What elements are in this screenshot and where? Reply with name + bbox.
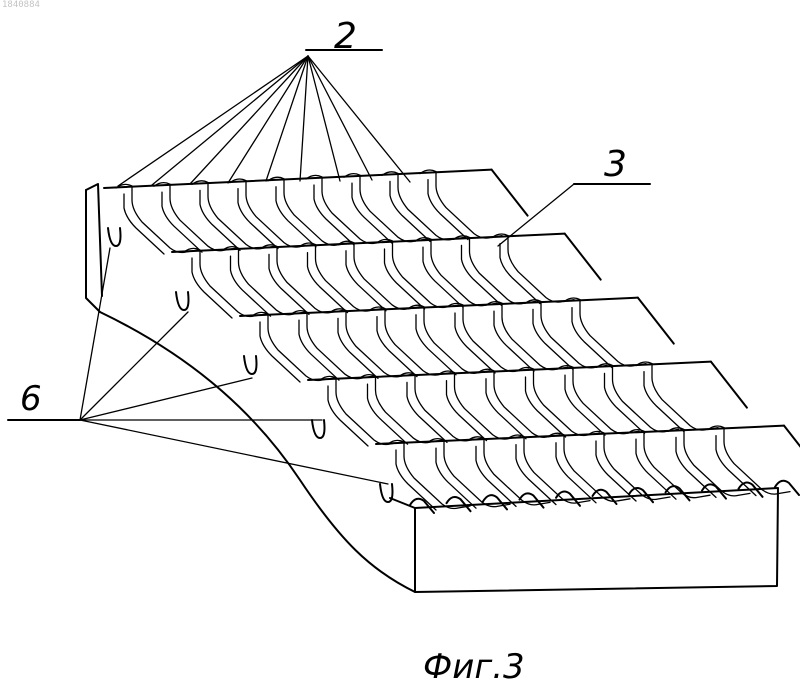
groove-drip: [312, 420, 325, 438]
base-front-face: [415, 488, 778, 592]
figure-caption: Фиг.3: [423, 647, 525, 687]
side-contour-curve: [100, 312, 415, 592]
step-front-edge: [104, 170, 492, 188]
step-right-edge: [711, 362, 747, 408]
leader-2-line: [228, 56, 308, 183]
leader-2-line: [308, 56, 410, 182]
step-front-edge: [376, 426, 784, 444]
step-front-edge: [308, 362, 711, 380]
back-top-corner: [86, 184, 102, 296]
groove-drip: [176, 292, 189, 310]
step-right-edge: [638, 298, 674, 344]
step-right-edge: [492, 170, 528, 216]
leader-lines: [8, 50, 650, 484]
leader-6-line: [80, 420, 388, 484]
staircase-body: [86, 170, 800, 592]
leader-2-line: [190, 56, 308, 184]
step-right-edge: [784, 426, 800, 472]
leader-6-line: [80, 378, 252, 420]
groove-drip: [380, 484, 393, 502]
label-grooves: 6: [20, 379, 42, 419]
label-step-block: 3: [604, 144, 627, 185]
label-ribs: 2: [334, 16, 357, 57]
groove-drip: [108, 228, 121, 246]
groove-drip: [244, 356, 257, 374]
leader-2-line: [152, 56, 308, 185]
leader-2-line: [118, 56, 308, 186]
step-right-edge: [565, 234, 601, 280]
leader-2-line: [308, 56, 372, 180]
step-front-edge: [240, 298, 638, 316]
step-1: [104, 170, 528, 254]
